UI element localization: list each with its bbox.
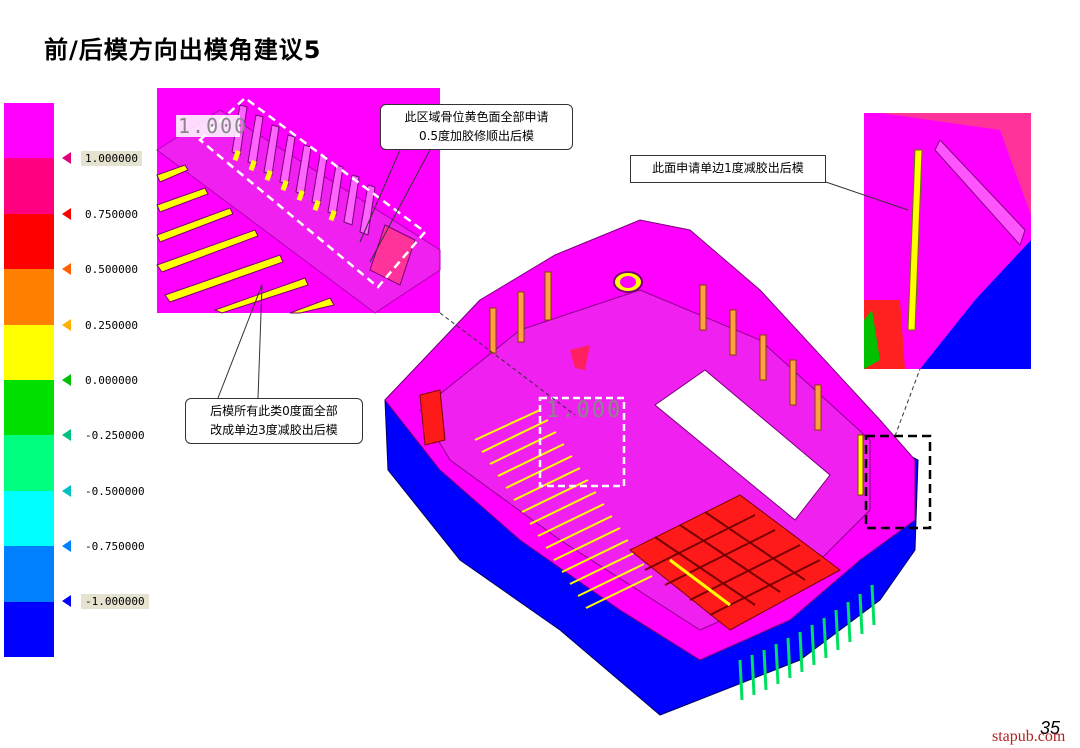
legend-tick-label: 1.000000 [81,150,142,166]
legend-tick-label: -0.500000 [85,484,145,498]
callout-zero-degree-faces: 后模所有此类0度面全部 改成单边3度减胶出后模 [185,398,363,444]
legend-tick: 0.750000 [62,205,142,223]
tick-arrow-icon [62,152,71,164]
tick-arrow-icon [62,374,71,386]
page-number: 35 [1040,718,1061,738]
legend-tick-label: 0.750000 [85,207,138,221]
zoom-value-readout: 1.000 [546,398,623,423]
legend-swatch-3 [4,269,54,325]
legend-swatch-6 [4,435,54,491]
legend-swatch-8 [4,546,54,602]
tick-arrow-icon [62,595,71,607]
inset-value-readout: 1.000 [178,114,249,138]
legend-tick-label: 0.500000 [85,262,138,276]
zoom-inset-wall [864,113,1031,369]
tick-arrow-icon [62,208,71,220]
legend-tick: -0.750000 [62,537,149,555]
legend-tick-label: 0.250000 [85,318,138,332]
legend-tick: -0.500000 [62,482,149,500]
legend-tick: -0.250000 [62,426,149,444]
tick-arrow-icon [62,263,71,275]
color-legend-bar [4,103,54,657]
callout-line: 改成单边3度减胶出后模 [210,423,338,437]
callout-line: 0.5度加胶修顺出后模 [418,129,535,143]
legend-swatch-1 [4,158,54,214]
legend-swatch-0 [4,103,54,159]
page-title: 前/后模方向出模角建议5 [44,36,322,64]
callout-single-side-1deg: 此面申请单边1度减胶出后模 [630,155,826,183]
watermark: stapub.com [992,728,1066,745]
legend-swatch-2 [4,213,54,270]
legend-swatch-4 [4,324,54,380]
legend-tick: 0.250000 [62,316,142,334]
main-part-model [384,219,932,716]
callout-line: 此面申请单边1度减胶出后模 [652,161,804,175]
tick-arrow-icon [62,319,71,331]
legend-tick-label: -0.750000 [85,539,145,553]
legend-tick: 0.500000 [62,260,142,278]
tick-arrow-icon [62,429,71,441]
tick-arrow-icon [62,485,71,497]
leader-lines [217,149,921,437]
legend-tick: 1.000000 [62,149,142,167]
legend-swatch-9 [4,601,54,657]
callout-line: 此区域骨位黄色面全部申请 [404,110,549,124]
tick-arrow-icon [62,540,71,552]
callout-rib-yellow-faces: 此区域骨位黄色面全部申请 0.5度加胶修顺出后模 [380,104,573,150]
legend-tick: -1.000000 [62,592,149,610]
legend-tick-label: 0.000000 [85,373,138,387]
legend-swatch-7 [4,490,54,547]
callout-line: 后模所有此类0度面全部 [210,404,338,418]
legend-swatch-5 [4,379,54,436]
legend-tick: 0.000000 [62,371,142,389]
legend-tick-label: -1.000000 [81,593,149,609]
legend-tick-label: -0.250000 [85,428,145,442]
